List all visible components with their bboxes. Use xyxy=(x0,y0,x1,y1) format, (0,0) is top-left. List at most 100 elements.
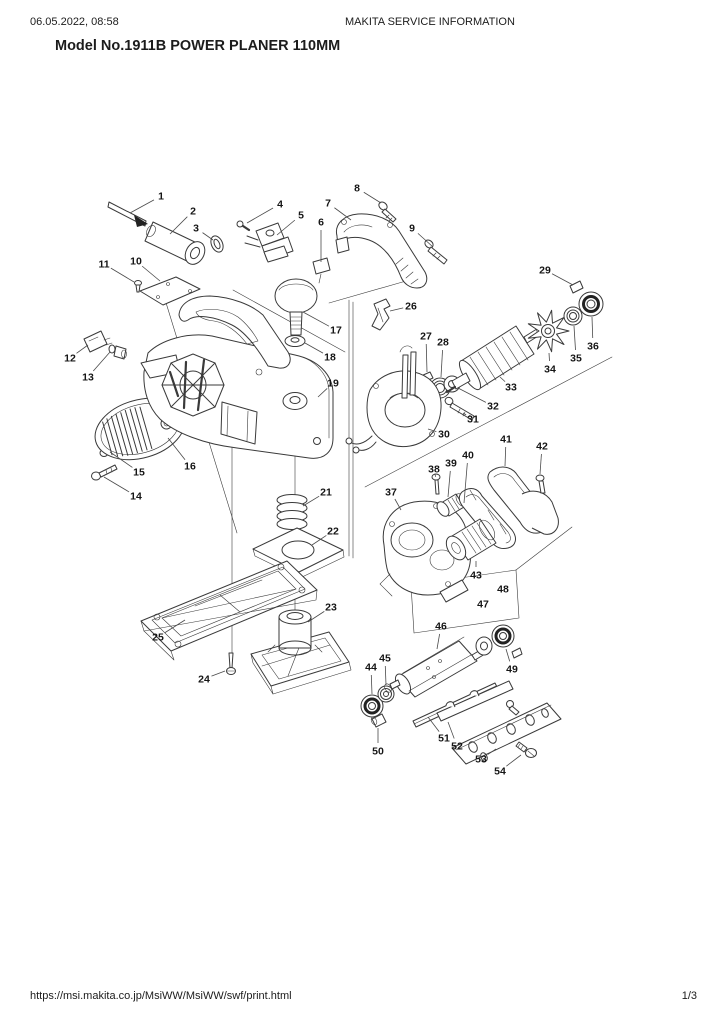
part-33-armature xyxy=(445,325,544,394)
part-35-washer xyxy=(563,306,583,326)
part-number-39: 39 xyxy=(445,458,457,470)
leader-line-25 xyxy=(164,619,186,634)
leader-line-28 xyxy=(440,349,443,378)
part-number-15: 15 xyxy=(133,467,145,479)
part-38-screw xyxy=(431,473,441,495)
part-25-rear-base xyxy=(140,560,318,661)
part-number-37: 37 xyxy=(385,487,397,499)
part-number-52: 52 xyxy=(451,741,463,753)
part-number-36: 36 xyxy=(587,341,599,353)
part-7-handle-cover xyxy=(335,213,428,289)
leader-line-1 xyxy=(129,199,155,214)
part-number-8: 8 xyxy=(354,183,360,195)
part-42-screw xyxy=(535,474,546,494)
leader-line-24 xyxy=(211,670,226,677)
part-number-14: 14 xyxy=(130,491,142,503)
leader-line-15 xyxy=(109,451,133,468)
leader-line-44 xyxy=(370,674,373,695)
model-title: Model No.1911B POWER PLANER 110MM xyxy=(55,38,341,54)
part-17-knob xyxy=(274,278,318,336)
leader-line-49 xyxy=(505,648,511,662)
part-number-40: 40 xyxy=(462,450,474,462)
part-number-22: 22 xyxy=(327,526,339,538)
part-number-1: 1 xyxy=(158,191,164,203)
part-9-screw xyxy=(424,239,448,265)
part-number-21: 21 xyxy=(320,487,332,499)
part-23-front-base xyxy=(250,609,352,695)
part-number-28: 28 xyxy=(437,337,449,349)
leader-line-16 xyxy=(167,437,186,460)
part-number-5: 5 xyxy=(298,210,304,222)
part-19-main-housing xyxy=(140,295,334,459)
part-number-38: 38 xyxy=(428,464,440,476)
leader-line-32 xyxy=(457,387,487,403)
part-10-plate xyxy=(139,276,201,306)
part-52-adjust-plate xyxy=(436,680,520,722)
part-46-drum xyxy=(384,636,486,698)
part-37-gear-housing xyxy=(379,500,471,603)
part-number-54: 54 xyxy=(494,766,506,778)
part-number-18: 18 xyxy=(324,352,336,364)
part-18-washer xyxy=(284,335,306,347)
part-number-24: 24 xyxy=(198,674,210,686)
leader-line-9 xyxy=(417,233,434,248)
part-number-17: 17 xyxy=(330,325,342,337)
leader-line-41 xyxy=(504,446,507,467)
part-1-bar-holder xyxy=(107,201,148,227)
leader-line-27 xyxy=(425,343,428,373)
leader-line-45 xyxy=(384,665,387,686)
part-50-sleeve xyxy=(370,713,387,728)
part-6-block xyxy=(312,257,331,284)
part-number-6: 6 xyxy=(318,217,324,229)
leader-line-52 xyxy=(447,721,455,739)
part-29-key xyxy=(569,280,584,294)
part-45-washer xyxy=(377,685,395,703)
part-2-pipe xyxy=(144,221,206,265)
leader-line-21 xyxy=(302,495,320,507)
print-datetime: 06.05.2022, 08:58 xyxy=(30,16,119,28)
part-number-45: 45 xyxy=(379,653,391,665)
leader-line-4 xyxy=(246,207,274,224)
part-21-spring xyxy=(276,494,308,530)
leader-line-18 xyxy=(304,342,324,354)
leader-line-14 xyxy=(103,476,130,493)
leader-line-19 xyxy=(317,388,328,398)
part-number-11: 11 xyxy=(98,259,109,271)
part-43-pulley xyxy=(445,518,497,561)
part-number-12: 12 xyxy=(64,353,76,365)
part-34-fan xyxy=(527,309,570,353)
leader-line-5 xyxy=(276,219,296,236)
part-41-belt-cover xyxy=(487,466,559,535)
part-44-bearing xyxy=(360,694,384,718)
part-53-set-plate xyxy=(451,702,562,765)
part-36-bearing xyxy=(578,291,604,317)
part-number-32: 32 xyxy=(487,401,499,413)
leader-line-8 xyxy=(363,191,382,204)
part-number-50: 50 xyxy=(372,746,384,758)
leader-line-38 xyxy=(434,473,436,477)
part-8-screw xyxy=(378,201,397,223)
leader-line-7 xyxy=(334,207,352,221)
leader-line-51 xyxy=(427,716,440,732)
source-url: https://msi.makita.co.jp/MsiWW/MsiWW/swf… xyxy=(30,990,292,1002)
part-number-4: 4 xyxy=(277,199,283,211)
part-14-screw xyxy=(91,464,118,481)
leader-line-10 xyxy=(141,265,161,282)
part-12-connector xyxy=(83,330,113,353)
part-number-26: 26 xyxy=(405,301,417,313)
leader-line-13 xyxy=(92,351,111,372)
leader-line-12 xyxy=(76,344,89,354)
part-49-bearing-set xyxy=(475,624,523,659)
part-number-34: 34 xyxy=(544,364,556,376)
part-number-16: 16 xyxy=(184,461,196,473)
part-number-44: 44 xyxy=(365,662,377,674)
part-number-7: 7 xyxy=(325,198,331,210)
part-24-screw xyxy=(226,652,236,675)
part-31-screw xyxy=(444,396,475,421)
leader-line-37 xyxy=(394,498,402,511)
part-number-9: 9 xyxy=(409,223,415,235)
part-26-bracket xyxy=(371,298,391,331)
part-number-49: 49 xyxy=(506,664,518,676)
part-11-screw xyxy=(134,280,142,293)
